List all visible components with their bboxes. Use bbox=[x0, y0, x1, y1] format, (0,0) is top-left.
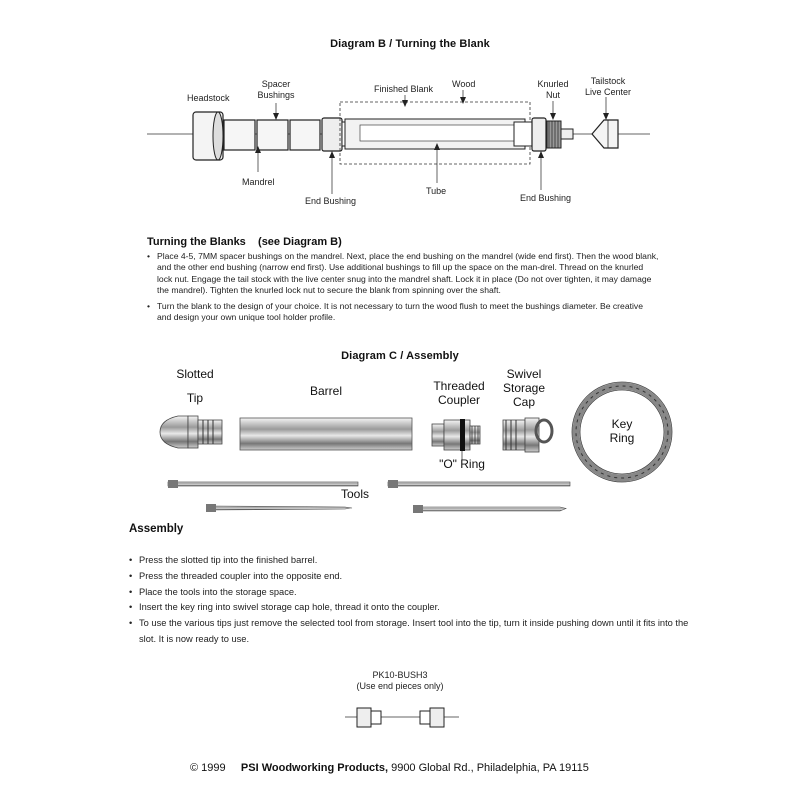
bushing-part-number: PK10-BUSH3 bbox=[372, 670, 428, 680]
bushing-note: (Use end pieces only) bbox=[356, 681, 444, 691]
turning-bullet-2: Turn the blank to the design of your cho… bbox=[147, 301, 659, 324]
label-barrel: Barrel bbox=[309, 384, 342, 398]
label-tools: Tools bbox=[340, 487, 369, 501]
footer-copyright: © 1999 bbox=[190, 762, 226, 774]
footer: © 1999 PSI Woodworking Products, 9900 Gl… bbox=[190, 762, 589, 774]
turning-heading: Turning the Blanks (see Diagram B) bbox=[147, 236, 342, 248]
label-tube: Tube bbox=[426, 186, 447, 196]
assembly-heading: Assembly bbox=[129, 523, 184, 535]
turning-instructions: Place 4-5, 7MM spacer bushings on the ma… bbox=[147, 251, 659, 323]
assembly-instructions: Press the slotted tip into the finished … bbox=[129, 553, 689, 648]
label-end-bushing-left: End Bushing bbox=[305, 196, 357, 206]
assembly-bullet-4: Insert the key ring into swivel storage … bbox=[129, 600, 689, 616]
footer-company: PSI Woodworking Products, bbox=[240, 762, 389, 774]
assembly-bullet-3: Place the tools into the storage space. bbox=[129, 585, 689, 601]
diagram-b-title: Diagram B / Turning the Blank bbox=[330, 38, 490, 50]
turning-bullet-1: Place 4-5, 7MM spacer bushings on the ma… bbox=[147, 251, 659, 297]
label-headstock: Headstock bbox=[187, 93, 230, 103]
diagram-c-title: Diagram C / Assembly bbox=[341, 350, 459, 362]
label-key-ring: Key Ring bbox=[609, 417, 635, 445]
assembly-bullet-1: Press the slotted tip into the finished … bbox=[129, 553, 689, 569]
label-wood: Wood bbox=[452, 79, 476, 89]
label-mandrel: Mandrel bbox=[242, 177, 275, 187]
assembly-bullet-5: To use the various tips just remove the … bbox=[129, 616, 689, 648]
label-tailstock-live-center: Tailstock Live Center bbox=[584, 76, 632, 97]
label-o-ring: "O" Ring bbox=[439, 457, 485, 471]
label-end-bushing-right: End Bushing bbox=[520, 193, 572, 203]
label-slotted-tip: Slotted Tip bbox=[176, 367, 214, 405]
footer-address: 9900 Global Rd., Philadelphia, PA 19115 bbox=[391, 762, 589, 774]
label-knurled-nut: Knurled Nut bbox=[537, 79, 569, 100]
diagram-c-assembly-drawing bbox=[159, 381, 673, 513]
diagram-b-lathe-drawing bbox=[147, 90, 650, 194]
assembly-bullet-2: Press the threaded coupler into the oppo… bbox=[129, 569, 689, 585]
label-finished-blank: Finished Blank bbox=[374, 84, 434, 94]
label-swivel-storage-cap: Swivel Storage Cap bbox=[502, 367, 546, 409]
label-spacer-bushings: Spacer Bushings bbox=[257, 79, 295, 100]
label-threaded-coupler: Threaded Coupler bbox=[433, 379, 485, 407]
